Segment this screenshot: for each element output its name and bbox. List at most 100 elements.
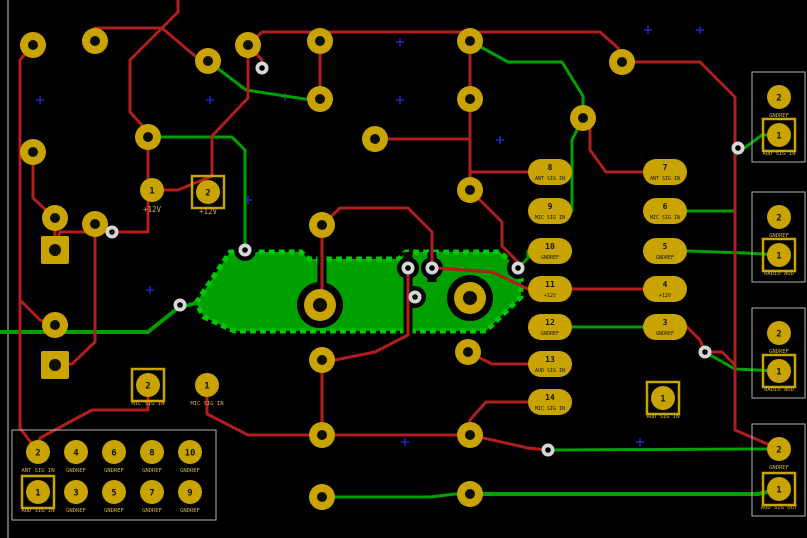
pad[interactable] xyxy=(767,123,791,147)
net-label: RADIO AUD xyxy=(764,271,794,277)
pad-number: 10 xyxy=(545,242,555,251)
net-label: ANT SIG IN xyxy=(650,176,680,182)
via-hole xyxy=(735,145,741,151)
pad-number: 7 xyxy=(149,489,154,499)
net-label: ANT SIG IN xyxy=(21,468,54,474)
net-label: MIC SIG IN xyxy=(131,401,164,407)
pad-hole xyxy=(90,36,100,46)
trace-front-copper[interactable] xyxy=(620,60,781,451)
pad-number: 1 xyxy=(776,368,781,378)
trace-front-copper[interactable] xyxy=(468,433,550,452)
pad[interactable] xyxy=(767,359,791,383)
pad[interactable] xyxy=(643,159,687,185)
pad[interactable] xyxy=(195,373,219,397)
pad-hole xyxy=(313,298,327,312)
pad-hole xyxy=(315,94,325,104)
pad-square-outline xyxy=(645,380,681,416)
trace-front-copper[interactable] xyxy=(320,206,434,270)
pad-square-outline xyxy=(761,471,797,507)
pad-square-outline xyxy=(761,117,797,153)
pad-hole xyxy=(465,185,475,195)
pad-number: 2 xyxy=(205,189,210,199)
pad[interactable] xyxy=(528,276,572,302)
jack-outline-4[interactable] xyxy=(751,423,806,517)
pad[interactable] xyxy=(767,243,791,267)
pad[interactable] xyxy=(102,480,126,504)
pad[interactable] xyxy=(196,180,220,204)
pad[interactable] xyxy=(26,480,50,504)
via-hole xyxy=(545,447,551,453)
pad-number: 5 xyxy=(111,489,116,499)
jack-outline-3[interactable] xyxy=(751,307,806,399)
pad-number: 4 xyxy=(663,280,668,289)
pad-hole xyxy=(370,134,380,144)
jack-outline-2[interactable] xyxy=(751,191,806,283)
pad[interactable] xyxy=(643,314,687,340)
pad-number: 11 xyxy=(545,280,555,289)
trace-back-copper[interactable] xyxy=(146,135,247,252)
pad[interactable] xyxy=(651,386,675,410)
net-label: GNDREF xyxy=(180,508,200,514)
pad[interactable] xyxy=(528,198,572,224)
net-label: MIC SIG IN xyxy=(190,401,223,407)
pad[interactable] xyxy=(102,440,126,464)
pad[interactable] xyxy=(767,85,791,109)
pad[interactable] xyxy=(140,178,164,202)
net-label: +12V xyxy=(544,293,556,299)
pad-hole xyxy=(317,220,327,230)
pad[interactable] xyxy=(64,480,88,504)
pad[interactable] xyxy=(64,440,88,464)
trace-front-copper[interactable] xyxy=(150,43,250,192)
net-label: MIC SIG IN xyxy=(535,406,565,412)
pad[interactable] xyxy=(528,238,572,264)
net-label: GNDREF xyxy=(180,468,200,474)
net-label: GNDREF xyxy=(769,113,789,119)
connector-outline[interactable] xyxy=(11,429,217,521)
trace-back-copper[interactable] xyxy=(546,447,781,452)
via-hole xyxy=(702,349,708,355)
pad-hole xyxy=(49,359,61,371)
net-label: GNDREF xyxy=(104,468,124,474)
pad[interactable] xyxy=(140,440,164,464)
pad[interactable] xyxy=(767,321,791,345)
trace-front-copper[interactable] xyxy=(205,383,324,437)
pad[interactable] xyxy=(528,389,572,415)
pad-hole xyxy=(315,36,325,46)
copper-zone-hatch xyxy=(193,249,524,334)
pad[interactable] xyxy=(178,440,202,464)
pad-number: 2 xyxy=(776,330,781,340)
pad[interactable] xyxy=(178,480,202,504)
pad[interactable] xyxy=(643,238,687,264)
pad-hole xyxy=(465,489,475,499)
pad-hole xyxy=(465,36,475,46)
trace-back-copper[interactable] xyxy=(0,301,198,334)
pad[interactable] xyxy=(528,351,572,377)
pad[interactable] xyxy=(140,480,164,504)
pad-hole xyxy=(463,347,473,357)
pad[interactable] xyxy=(767,205,791,229)
pad-square-outline xyxy=(20,474,56,510)
net-label: AUD SIG OUT xyxy=(761,505,798,511)
pad[interactable] xyxy=(643,198,687,224)
pad[interactable] xyxy=(767,437,791,461)
pad[interactable] xyxy=(528,159,572,185)
pad-hole xyxy=(463,291,477,305)
pad-hole xyxy=(617,57,627,67)
pad[interactable] xyxy=(528,314,572,340)
pad-number: 2 xyxy=(35,449,40,459)
pad-number: 1 xyxy=(776,132,781,142)
pad[interactable] xyxy=(136,373,160,397)
jack-outline-1[interactable] xyxy=(751,71,806,163)
net-label: AUD SIG IN xyxy=(646,414,679,420)
net-label: GNDREF xyxy=(769,233,789,239)
pad[interactable] xyxy=(767,477,791,501)
trace-back-copper[interactable] xyxy=(468,39,585,120)
pad-hole xyxy=(49,244,61,256)
pad[interactable] xyxy=(26,440,50,464)
pad[interactable] xyxy=(643,276,687,302)
pad-hole xyxy=(90,219,100,229)
net-label: AUD SIG IN xyxy=(535,368,565,374)
via-hole xyxy=(109,229,115,235)
